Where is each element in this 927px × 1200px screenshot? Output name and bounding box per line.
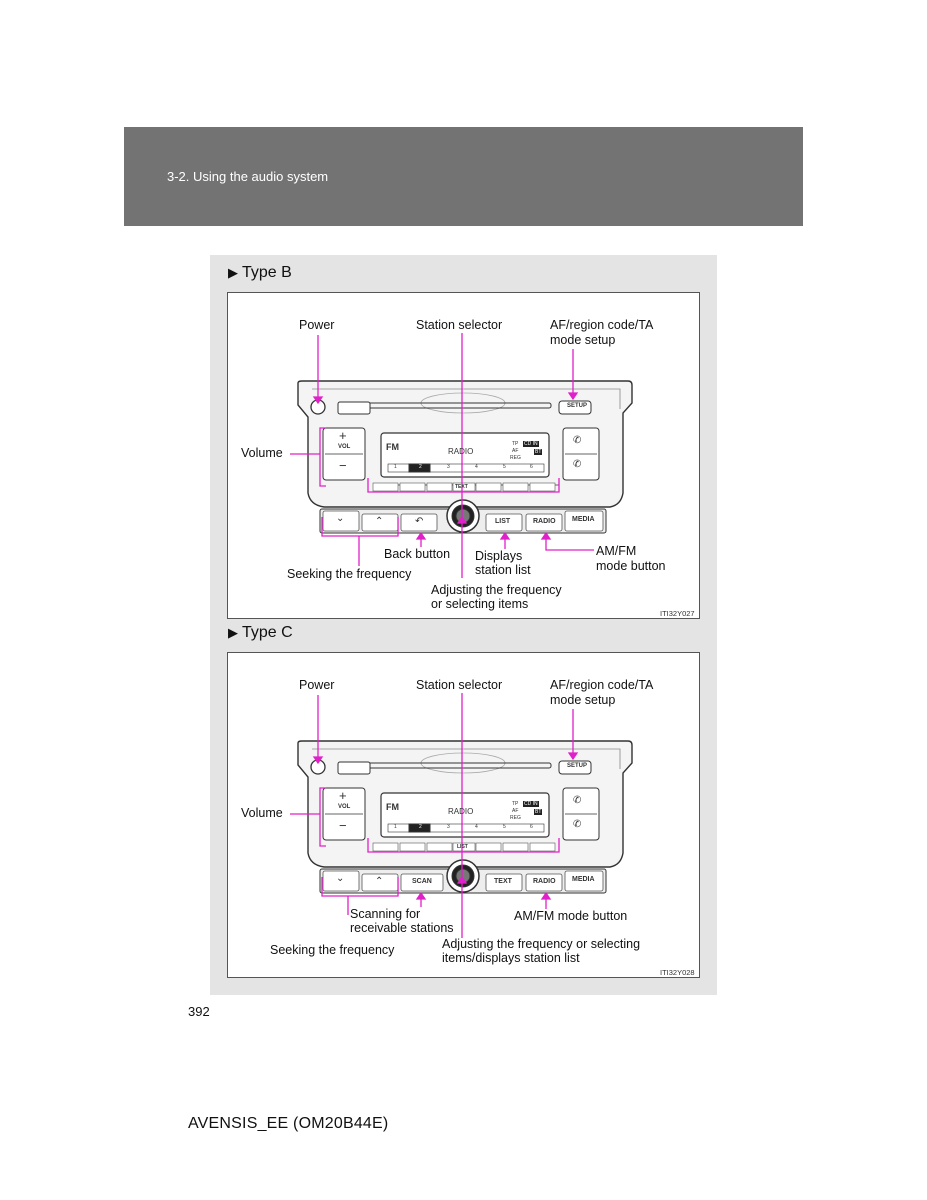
radio-display-label: RADIO	[448, 807, 474, 816]
label-scanning-line1: Scanning for	[350, 907, 421, 921]
seek-down-icon: ⌄	[336, 873, 345, 884]
preset-2: 2	[419, 824, 422, 830]
type-c-diagram	[290, 693, 633, 938]
label-adjusting-line1: Adjusting the frequency	[431, 583, 562, 597]
preset-4: 4	[475, 464, 478, 470]
preset-5: 5	[503, 824, 506, 830]
label-seeking: Seeking the frequency	[287, 567, 412, 581]
media-key-label: MEDIA	[572, 876, 595, 883]
phone-end-icon: ✆	[573, 459, 582, 470]
fm-display-label: FM	[386, 442, 399, 452]
header-band: 3-2. Using the audio system	[124, 127, 803, 226]
label-power: Power	[299, 318, 335, 332]
vol-label: VOL	[338, 444, 351, 450]
section-header: 3-2. Using the audio system	[167, 169, 329, 184]
label-volume: Volume	[241, 806, 283, 820]
preset-3: 3	[447, 824, 450, 830]
vol-minus-label: −	[339, 458, 347, 473]
label-amfm: AM/FM mode button	[514, 909, 628, 923]
fm-display-label: FM	[386, 802, 399, 812]
preset-2: 2	[419, 464, 422, 470]
label-amfm-line1: AM/FM	[596, 544, 637, 558]
list-key-label: LIST	[457, 844, 468, 850]
type-b-heading: ▶Type B	[228, 264, 292, 281]
label-back-button: Back button	[384, 547, 451, 561]
seek-up-icon: ⌃	[375, 516, 384, 527]
preset-6: 6	[530, 824, 533, 830]
figure-code: ITI32Y028	[660, 968, 695, 977]
setup-key-label: SETUP	[567, 403, 588, 409]
label-adjusting-line2: items/displays station list	[442, 951, 580, 965]
label-displays-line2: station list	[475, 563, 531, 577]
label-station-selector: Station selector	[416, 318, 503, 332]
seek-up-icon: ⌃	[375, 876, 384, 887]
text-key-label: TEXT	[455, 484, 468, 490]
text-key-label: TEXT	[494, 878, 512, 885]
preset-1: 1	[394, 824, 397, 830]
page-number: 392	[188, 1004, 210, 1019]
radio-key-label: RADIO	[533, 518, 556, 525]
label-power: Power	[299, 678, 335, 692]
label-af-line2: mode setup	[550, 333, 616, 347]
vol-minus-label: −	[339, 818, 347, 833]
label-adjusting-line1: Adjusting the frequency or selecting	[442, 937, 641, 951]
label-af-line2: mode setup	[550, 693, 616, 707]
type-b-diagram	[290, 333, 633, 578]
radio-display-label: RADIO	[448, 447, 474, 456]
triangle-bullet-icon: ▶	[228, 625, 238, 640]
bt-indicator: BT	[534, 809, 543, 815]
phone-end-icon: ✆	[573, 819, 582, 830]
figure-code: ITI32Y027	[660, 609, 695, 618]
cdin-indicator: CD IN	[523, 801, 539, 807]
scan-key-label: SCAN	[412, 878, 432, 885]
reg-indicator: REG	[510, 455, 521, 461]
label-scanning-line2: receivable stations	[350, 921, 454, 935]
preset-3: 3	[447, 464, 450, 470]
cdin-indicator: CD IN	[523, 441, 539, 447]
list-key-label: LIST	[495, 518, 511, 525]
vol-plus-label: +	[339, 788, 347, 803]
vol-label: VOL	[338, 804, 351, 810]
label-displays-line1: Displays	[475, 549, 523, 563]
label-af-line1: AF/region code/TA	[550, 678, 654, 692]
phone-call-icon: ✆	[573, 435, 582, 446]
type-b-figure: SETUP + VOL − FM RADIO TP AF REG CD IN B…	[227, 292, 700, 619]
type-c-heading: ▶Type C	[228, 624, 293, 641]
radio-key-label: RADIO	[533, 878, 556, 885]
preset-6: 6	[530, 464, 533, 470]
tp-indicator: TP	[512, 801, 519, 807]
preset-1: 1	[394, 464, 397, 470]
bt-indicator: BT	[534, 449, 543, 455]
preset-4: 4	[475, 824, 478, 830]
media-key-label: MEDIA	[572, 516, 595, 523]
preset-5: 5	[503, 464, 506, 470]
tp-indicator: TP	[512, 441, 519, 447]
seek-down-icon: ⌄	[336, 513, 345, 524]
footer-model-code: AVENSIS_EE (OM20B44E)	[188, 1115, 389, 1132]
label-adjusting-line2: or selecting items	[431, 597, 529, 611]
label-af-line1: AF/region code/TA	[550, 318, 654, 332]
back-icon: ↶	[415, 516, 424, 527]
type-c-figure: SETUP + VOL − FM RADIO TP AF REG CD IN B…	[227, 652, 700, 978]
label-seeking: Seeking the frequency	[270, 943, 395, 957]
triangle-bullet-icon: ▶	[228, 265, 238, 280]
af-indicator: AF	[512, 448, 519, 454]
reg-indicator: REG	[510, 815, 521, 821]
vol-plus-label: +	[339, 428, 347, 443]
phone-call-icon: ✆	[573, 795, 582, 806]
audio-unit-type-b	[297, 380, 633, 534]
label-station-selector: Station selector	[416, 678, 503, 692]
af-indicator: AF	[512, 808, 519, 814]
label-amfm-line2: mode button	[596, 559, 666, 573]
setup-key-label: SETUP	[567, 763, 588, 769]
label-volume: Volume	[241, 446, 283, 460]
